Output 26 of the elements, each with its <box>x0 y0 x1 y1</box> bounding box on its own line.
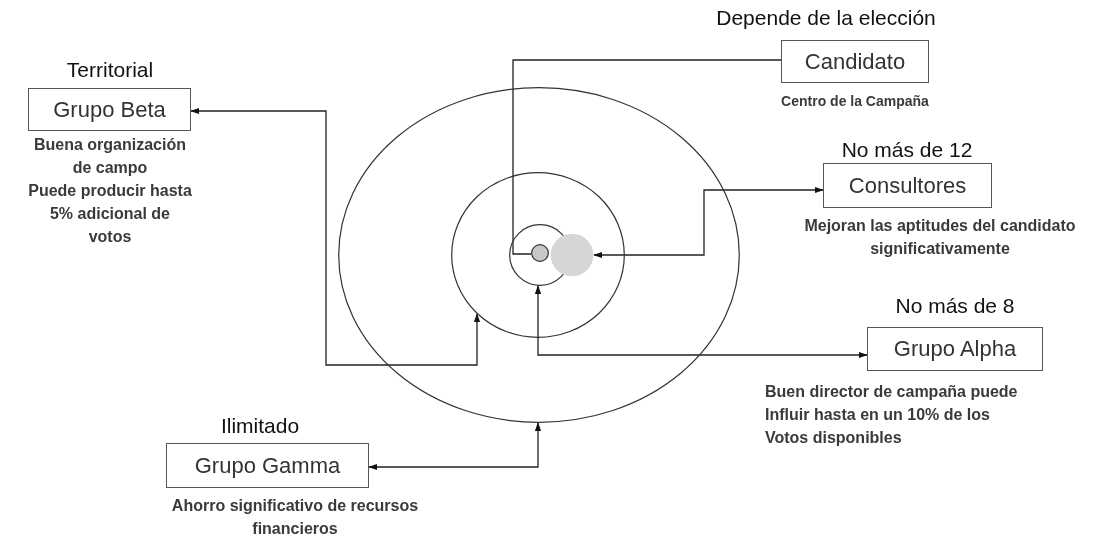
label-box <box>28 88 191 131</box>
arrow <box>534 285 868 359</box>
heading-text: Depende de la elección <box>716 6 936 30</box>
arrow <box>190 107 481 366</box>
description-text: Buena organización de campo <box>33 135 187 178</box>
arrow <box>368 422 542 471</box>
description-text: Mejoran las aptitudes del candidato significativamente <box>803 216 1077 259</box>
label-box <box>781 40 929 83</box>
description-text: Centro de la Campaña <box>780 92 930 111</box>
arrow <box>593 186 824 259</box>
heading-text: No más de 8 <box>895 294 1015 318</box>
label-box <box>867 327 1043 371</box>
label-box <box>166 443 369 488</box>
box-text: Grupo Alpha <box>893 336 1017 362</box>
description-text: Puede producir hasta 5% adicional de votos <box>28 181 192 247</box>
description-text: Ahorro significativo de recursos financieros <box>170 496 420 539</box>
heading-text: No más de 12 <box>841 138 973 162</box>
box-text: Consultores <box>848 172 967 199</box>
box-text: Grupo Beta <box>53 96 166 123</box>
heading-text: Territorial <box>66 58 154 82</box>
connector-line <box>512 59 782 255</box>
description-text: Buen director de campaña puede Influir hasta en un 10% de los Votos disponibles <box>765 382 1019 448</box>
label-box <box>823 163 992 208</box>
heading-text: Ilimitado <box>220 414 300 438</box>
box-text: Grupo Gamma <box>194 452 341 479</box>
box-text: Candidato <box>804 48 906 75</box>
